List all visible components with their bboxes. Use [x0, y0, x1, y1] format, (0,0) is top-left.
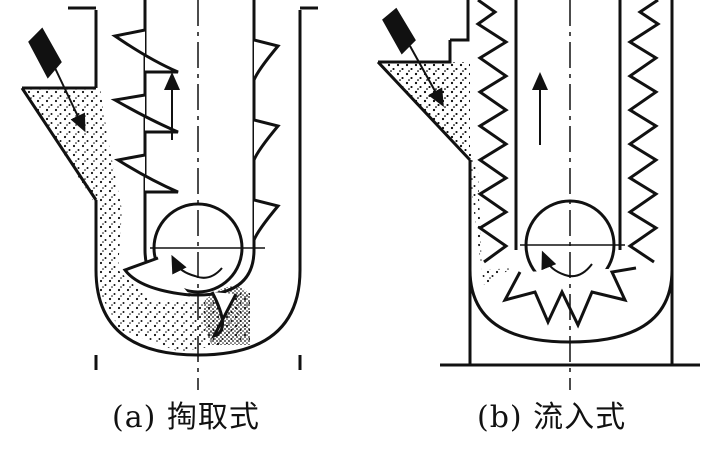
panel-b-material — [378, 62, 512, 285]
panel-a-bucket — [252, 118, 281, 161]
panel-b-feed-chute — [382, 7, 416, 55]
panel-b-label: (b) — [477, 400, 523, 435]
panel-b-diagram — [376, 0, 700, 390]
panel-a-rotation-arrow — [171, 254, 223, 279]
panel-a-bucket — [210, 291, 238, 339]
panel-a-bucket — [113, 153, 179, 194]
panel-a-label: (a) — [112, 400, 157, 435]
panel-a-caption: (a) 掏取式 — [112, 392, 260, 436]
panel-b-caption: (b) 流入式 — [477, 392, 626, 436]
panel-a-feed-chute — [28, 27, 62, 79]
panel-b-title: 流入式 — [533, 400, 627, 435]
panel-b-bucket-chain-right — [627, 0, 661, 264]
panel-a-hopper — [20, 86, 98, 201]
panel-a-feed-arrow — [54, 67, 86, 133]
panel-a-title: 掏取式 — [166, 400, 260, 435]
panel-a-bucket — [252, 198, 281, 241]
panel-b-bucket-chain-left — [475, 0, 509, 264]
panel-b-feed-arrow — [409, 45, 444, 107]
panel-a-bucket — [252, 38, 281, 81]
panel-b-hopper — [376, 40, 472, 162]
panel-b-rotation-arrow — [541, 250, 593, 278]
panel-a-bucket — [122, 256, 191, 297]
panel-a-bucket — [111, 28, 179, 74]
panel-a-diagram — [20, 0, 318, 390]
panel-a-material — [22, 88, 250, 352]
panel-a-bucket — [110, 93, 179, 134]
